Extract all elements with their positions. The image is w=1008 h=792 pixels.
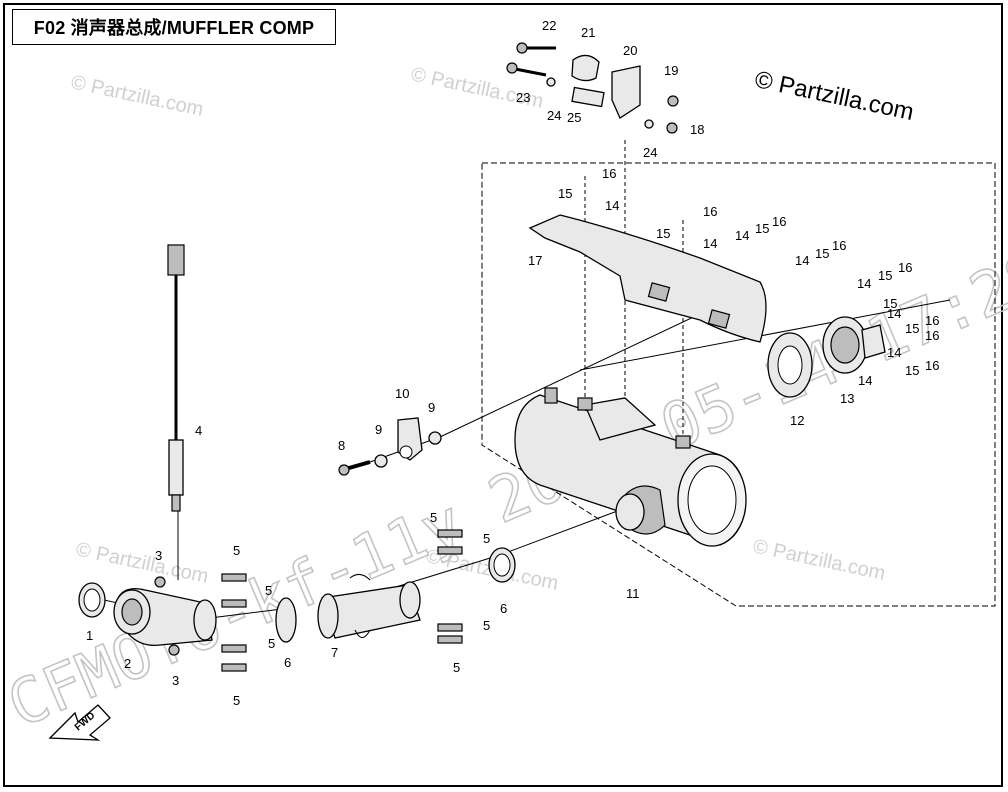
callout: 16 [925,328,939,343]
washer [374,454,388,468]
callout: 16 [832,238,846,253]
callout: 5 [268,636,275,651]
callout-numbers: 1 2 3 3 4 5 5 5 5 5 5 5 5 6 6 7 8 9 9 10… [86,18,939,708]
callout: 5 [265,583,272,598]
callout: 4 [195,423,202,438]
watermark-bottom-right: © Partzilla.com [751,535,887,585]
callout: 14 [605,198,619,213]
callout: 16 [703,204,717,219]
callout: 11 [626,586,640,601]
watermark-top-left: © Partzilla.com [69,71,205,121]
diagram-title: F02 消声器总成/MUFFLER COMP [12,9,336,45]
callout: 12 [790,413,804,428]
shield-slot-1 [647,282,671,302]
exhaust-pipe [317,574,421,639]
callout: 14 [887,345,901,360]
callout: 7 [331,645,338,660]
callout: 14 [735,228,749,243]
fwd-arrow: FWD [48,704,111,741]
callout: 20 [623,43,637,58]
callout: 6 [500,601,507,616]
callout: 16 [925,358,939,373]
callout: 10 [395,386,409,401]
callout: 9 [375,422,382,437]
callout: 16 [898,260,912,275]
washer-2 [428,431,442,445]
callout: 15 [755,221,769,236]
heat-shield [528,214,767,343]
callout: 16 [925,313,939,328]
callout: 1 [86,628,93,643]
callout: 14 [858,373,872,388]
callout: 3 [172,673,179,688]
callout: 9 [428,400,435,415]
callout: 5 [453,660,460,675]
callout: 6 [284,655,291,670]
callout: 8 [338,438,345,453]
callout: 15 [905,321,919,336]
callout: 24 [547,108,561,123]
watermark-bottom-left: © Partzilla.com [74,538,210,588]
callout: 14 [795,253,809,268]
callout: 5 [233,693,240,708]
muffler-body [514,387,747,547]
diagram-frame [3,3,1003,787]
callout: 24 [643,145,657,160]
callout: 16 [772,214,786,229]
callout: 15 [656,226,670,241]
callout: 15 [905,363,919,378]
callout: 15 [815,246,829,261]
pipe-gasket-left [275,597,297,643]
callout: 14 [857,276,871,291]
callout: 22 [542,18,556,33]
callout: 25 [567,110,581,125]
callout: 2 [124,656,131,671]
shield-slot-2 [707,309,731,329]
callout: 5 [483,531,490,546]
callout: 5 [233,543,240,558]
callout: 19 [664,63,678,78]
callout: 14 [887,306,901,321]
callout: 15 [558,186,572,201]
callout: 15 [883,296,897,311]
callout: 14 [703,236,717,251]
callout: 13 [840,391,854,406]
callout: 23 [516,90,530,105]
muffler-group-outline [481,162,996,607]
mount-hardware [506,42,679,134]
callout: 21 [581,25,595,40]
oxygen-sensor [167,244,185,512]
callout: 16 [602,166,616,181]
callout: 5 [483,618,490,633]
callout: 17 [528,253,542,268]
springs [221,529,463,672]
exhaust-manifold [113,587,217,646]
callout: 5 [430,510,437,525]
callout: 3 [155,548,162,563]
callout: 15 [878,268,892,283]
callout: 18 [690,122,704,137]
